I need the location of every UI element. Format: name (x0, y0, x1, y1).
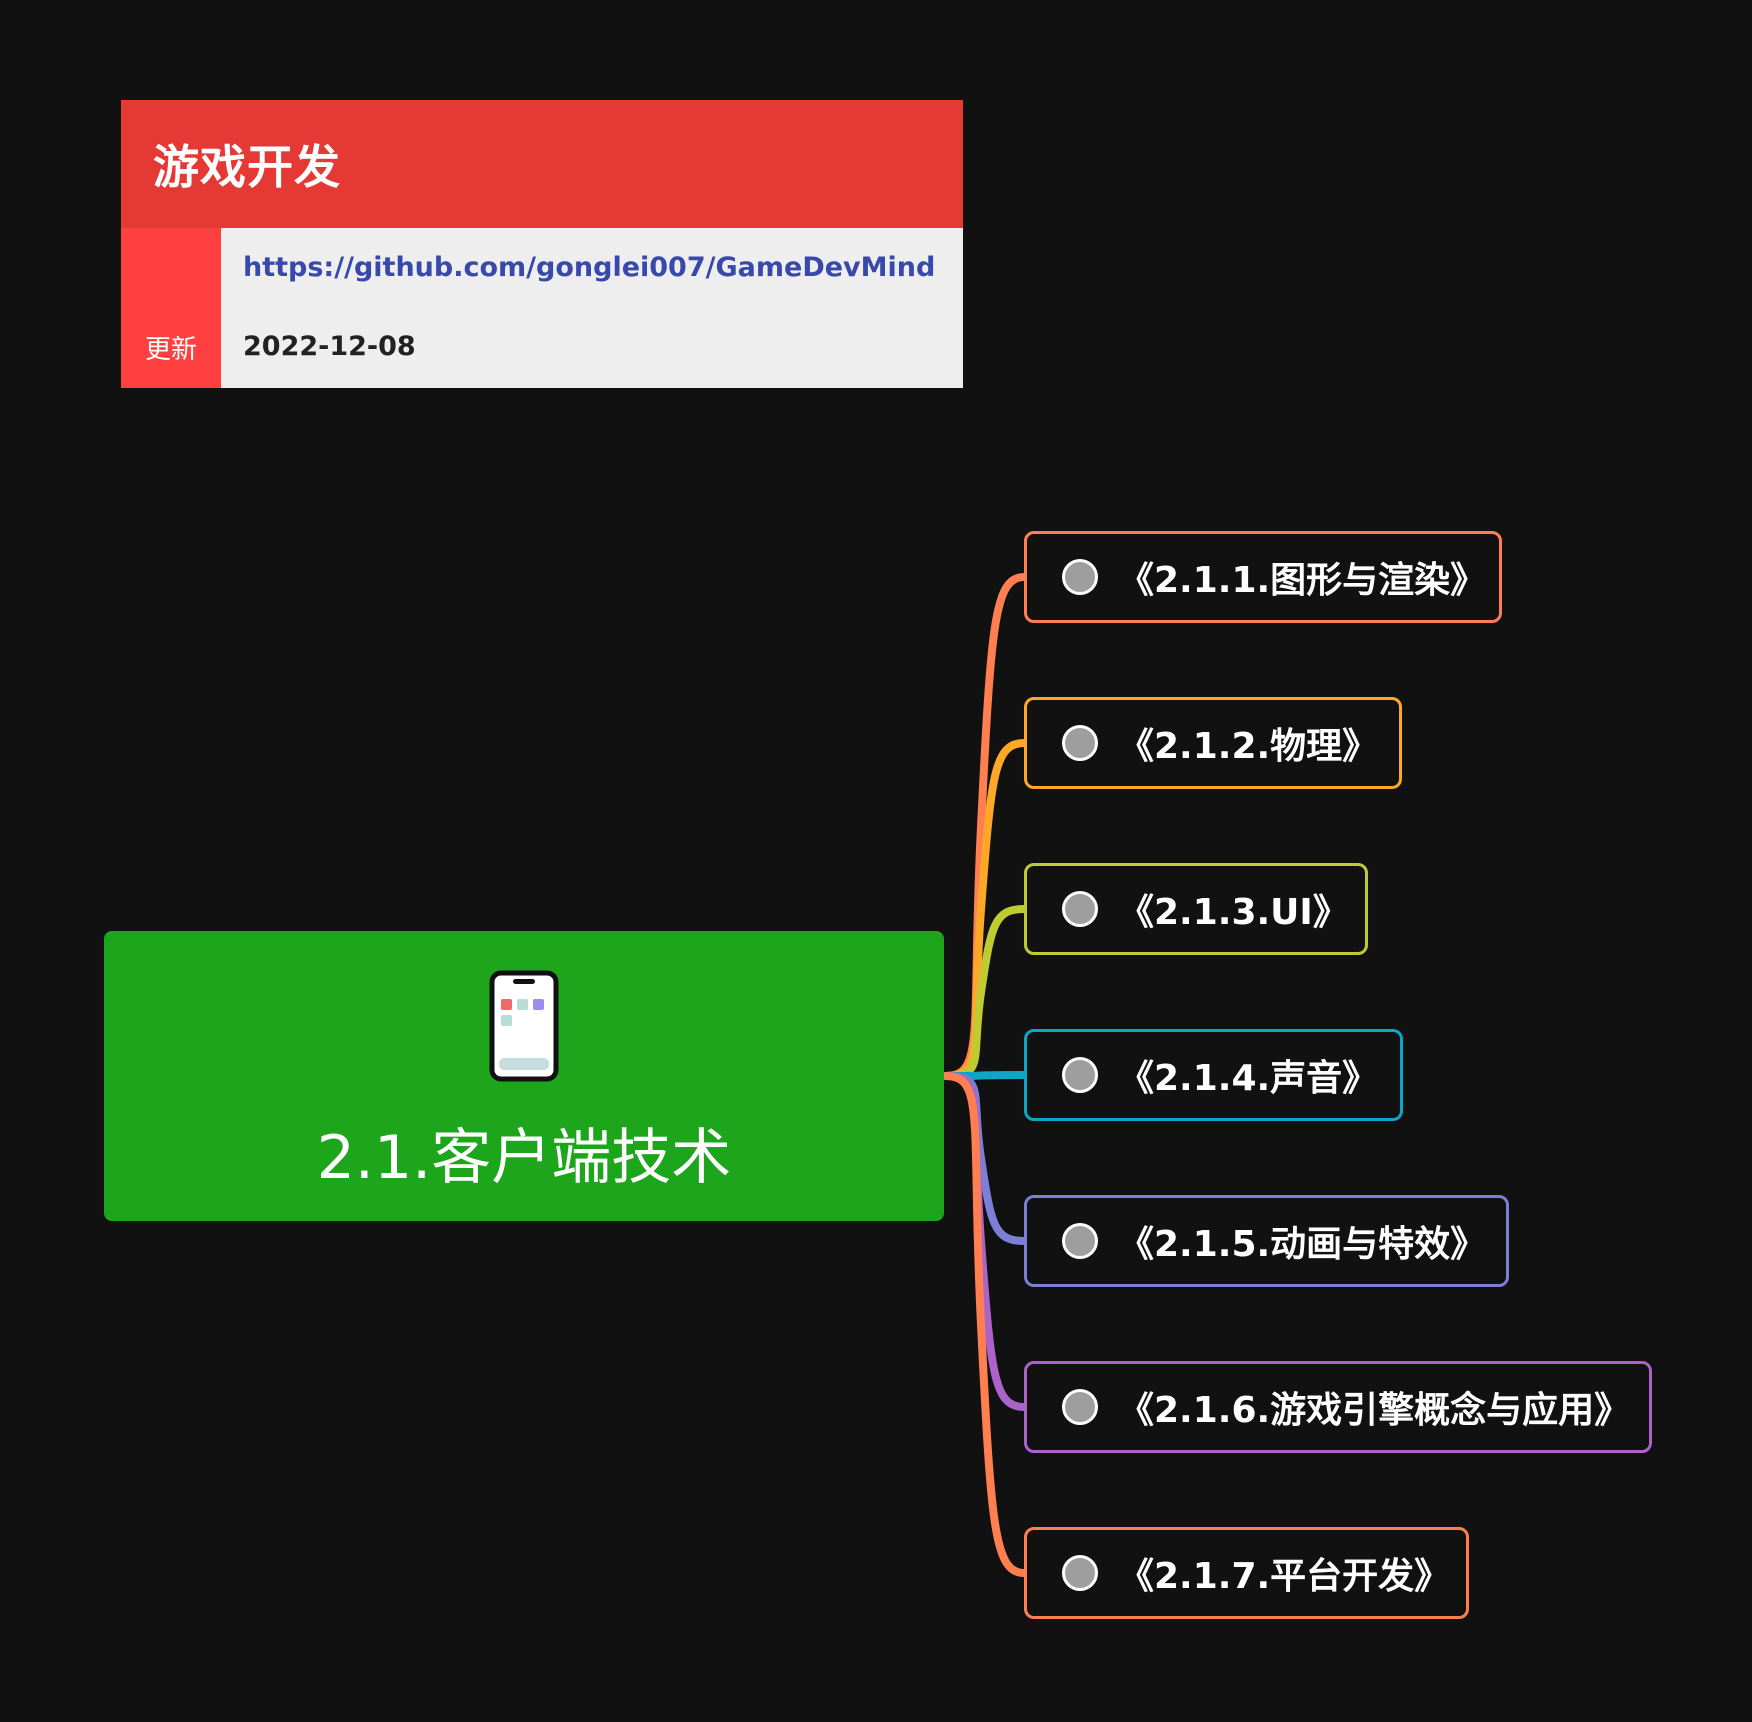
github-link[interactable]: https://github.com/gonglei007/GameDevMin… (243, 252, 936, 283)
collapse-dot-icon[interactable] (1062, 891, 1098, 927)
connector-line (942, 573, 1028, 1080)
info-card-header: 游戏开发 (121, 100, 963, 228)
connector-line (942, 1072, 1028, 1245)
collapse-dot-icon[interactable] (1062, 559, 1098, 595)
update-label: 更新 (144, 335, 197, 365)
child-node-animation-effects[interactable]: 《2.1.5.动画与特效》 (1024, 1195, 1509, 1287)
child-node-game-engine[interactable]: 《2.1.6.游戏引擎概念与应用》 (1024, 1361, 1652, 1453)
child-label: 《2.1.2.物理》 (1118, 726, 1379, 767)
child-label: 《2.1.5.动画与特效》 (1118, 1224, 1487, 1265)
child-node-sound[interactable]: 《2.1.4.声音》 (1024, 1029, 1403, 1121)
connector-line (942, 1072, 1028, 1411)
collapse-dot-icon[interactable] (1062, 1223, 1098, 1259)
child-label: 《2.1.4.声音》 (1118, 1058, 1379, 1099)
child-label: 《2.1.1.图形与渲染》 (1118, 560, 1487, 601)
connector-line (942, 1071, 1028, 1080)
central-topic-title: 2.1.客户端技术 (316, 1123, 732, 1193)
mobile-phone-icon (489, 970, 559, 1082)
child-node-graphics-rendering[interactable]: 《2.1.1.图形与渲染》 (1024, 531, 1502, 623)
collapse-dot-icon[interactable] (1062, 1555, 1098, 1591)
connector-line (942, 1072, 1028, 1577)
connector-line (942, 905, 1028, 1080)
connector-line (942, 739, 1028, 1080)
update-date: 2022-12-08 (243, 331, 416, 362)
child-label: 《2.1.7.平台开发》 (1118, 1556, 1451, 1597)
child-node-ui[interactable]: 《2.1.3.UI》 (1024, 863, 1368, 955)
child-label: 《2.1.6.游戏引擎概念与应用》 (1118, 1390, 1631, 1431)
info-card-label-column: 更新 (121, 228, 221, 388)
collapse-dot-icon[interactable] (1062, 725, 1098, 761)
collapse-dot-icon[interactable] (1062, 1057, 1098, 1093)
info-card-title: 游戏开发 (153, 140, 341, 194)
child-label: 《2.1.3.UI》 (1118, 892, 1349, 933)
central-topic-node[interactable]: 2.1.客户端技术 (104, 931, 944, 1221)
child-node-physics[interactable]: 《2.1.2.物理》 (1024, 697, 1402, 789)
collapse-dot-icon[interactable] (1062, 1389, 1098, 1425)
child-node-platform-development[interactable]: 《2.1.7.平台开发》 (1024, 1527, 1469, 1619)
info-card: 游戏开发 更新 https://github.com/gonglei007/Ga… (121, 100, 963, 388)
info-card-body: https://github.com/gonglei007/GameDevMin… (221, 228, 963, 388)
